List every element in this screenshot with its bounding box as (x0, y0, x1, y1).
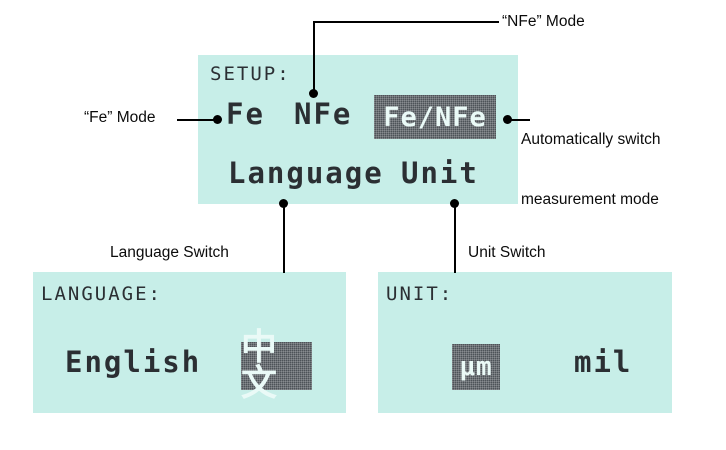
leader-line-fe (177, 119, 220, 121)
annotation-auto-switch-line1: Automatically switch (521, 131, 661, 148)
unit-option-micrometer-selected[interactable]: μm (452, 344, 500, 390)
unit-option-micrometer-label: μm (459, 352, 493, 382)
leader-line-nfe-vertical (313, 21, 315, 93)
language-option-chinese-selected[interactable]: 中文 (241, 330, 312, 402)
setup-screen-title: SETUP: (210, 63, 291, 85)
leader-dot-nfe (309, 89, 318, 98)
setup-option-unit[interactable]: Unit (401, 156, 479, 190)
annotation-auto-switch-line2: measurement mode (521, 191, 659, 208)
setup-option-fe-nfe-label: Fe/NFe (383, 101, 487, 133)
leader-dot-auto-switch (503, 115, 512, 124)
annotation-nfe-mode: “NFe” Mode (502, 13, 585, 30)
leader-dot-unit (450, 199, 459, 208)
setup-option-language[interactable]: Language (228, 156, 384, 190)
leader-line-unit (454, 203, 456, 273)
unit-screen-panel: UNIT: μm mil (378, 272, 672, 413)
language-option-english[interactable]: English (65, 345, 202, 379)
annotation-unit-switch: Unit Switch (468, 244, 546, 261)
leader-dot-language (279, 199, 288, 208)
leader-line-nfe-horizontal (313, 21, 499, 23)
setup-screen-panel: SETUP: Fe NFe Fe/NFe Language Unit (198, 55, 518, 204)
language-screen-title: LANGUAGE: (41, 283, 162, 305)
language-screen-panel: LANGUAGE: English 中文 (33, 272, 346, 413)
language-option-chinese-label: 中文 (241, 327, 278, 404)
annotation-fe-mode: “Fe” Mode (84, 109, 156, 126)
leader-line-auto-switch (508, 119, 530, 121)
setup-option-nfe[interactable]: NFe (294, 97, 353, 131)
annotation-auto-switch: Automatically switch measurement mode (521, 90, 661, 230)
setup-option-fe-nfe-selected[interactable]: Fe/NFe (374, 95, 496, 139)
unit-option-mil[interactable]: mil (574, 345, 633, 379)
annotation-language-switch: Language Switch (110, 244, 229, 261)
setup-option-fe[interactable]: Fe (226, 97, 265, 131)
leader-dot-fe (213, 115, 222, 124)
leader-line-language (283, 203, 285, 273)
unit-screen-title: UNIT: (386, 283, 454, 305)
